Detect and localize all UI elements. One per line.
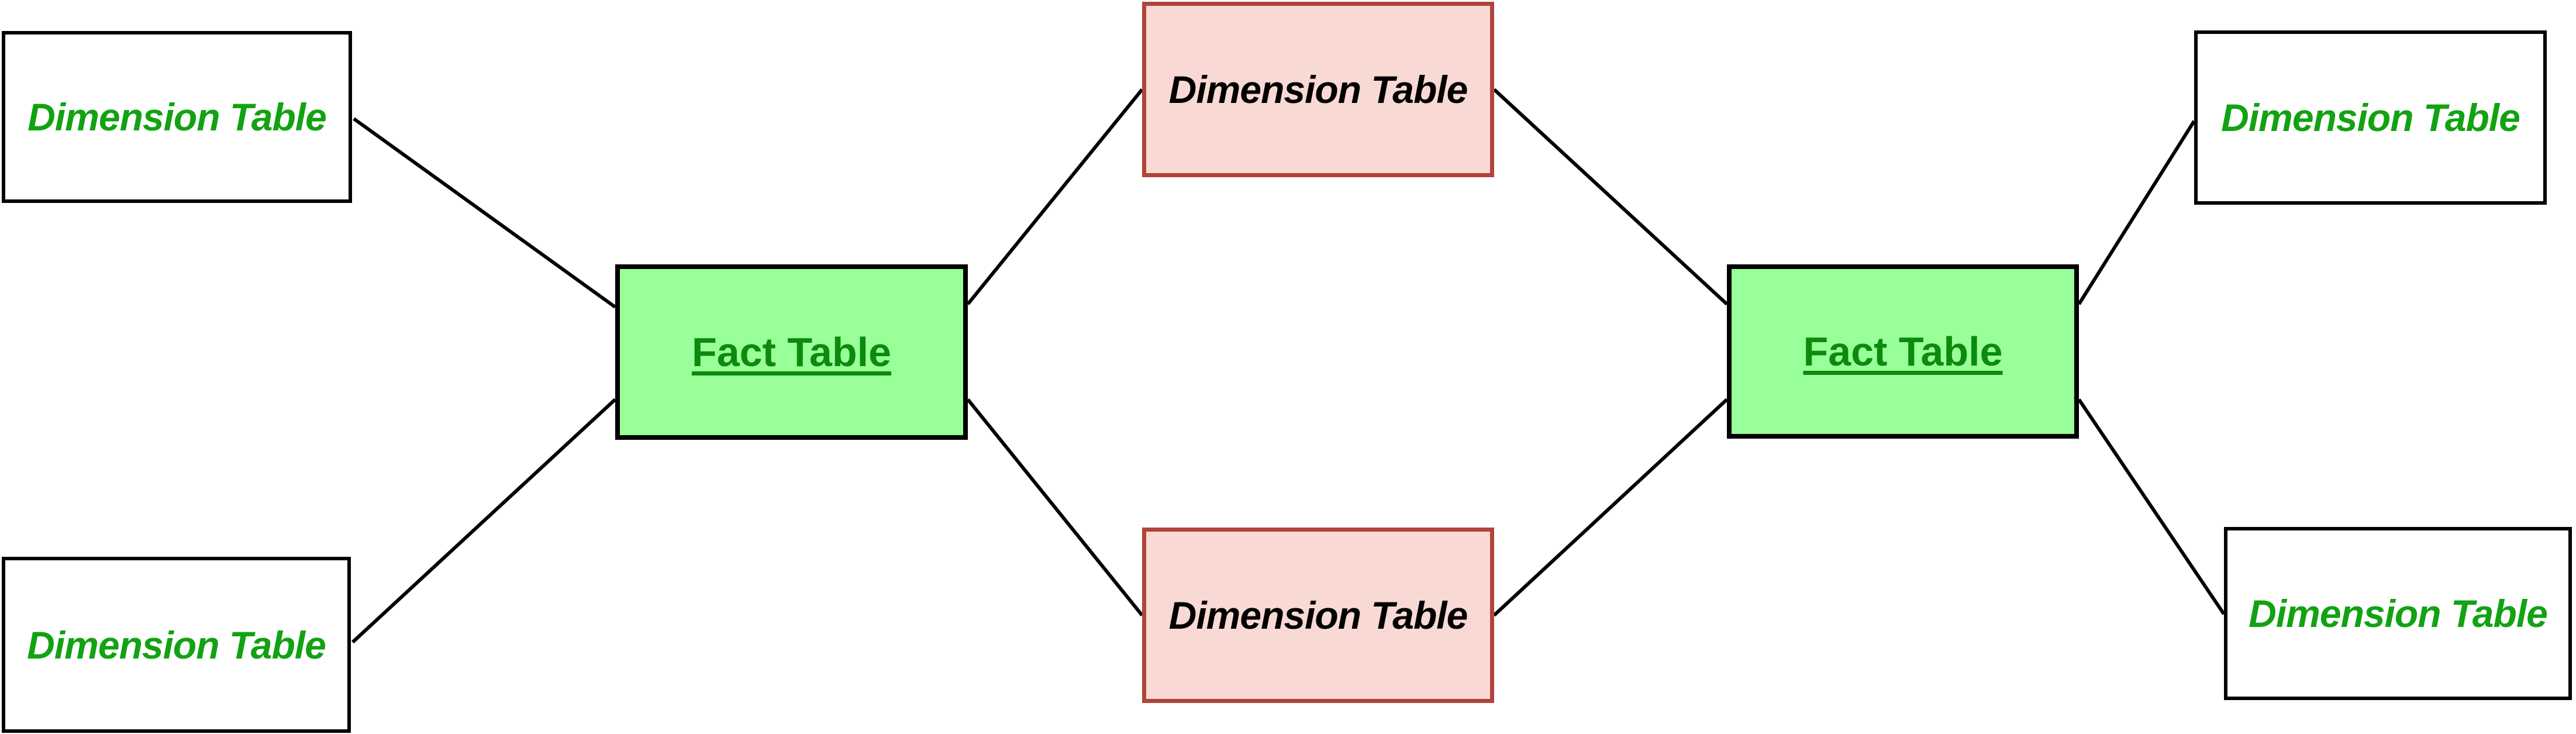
node-dimension-table-left-bottom: Dimension Table [2, 557, 351, 733]
node-fact-table-right: Fact Table [1727, 264, 2079, 439]
node-label: Fact Table [1803, 329, 2003, 374]
edge-dim-center-top-to-fact-right [1492, 88, 1729, 306]
node-dimension-table-right-top: Dimension Table [2194, 30, 2547, 205]
node-label: Dimension Table [1168, 68, 1468, 111]
edge-dim-left-top-to-fact-left [353, 117, 616, 309]
edge-dim-left-bottom-to-fact-left [351, 398, 617, 644]
edge-fact-right-to-dim-right-top [2077, 120, 2196, 305]
edge-dim-center-bottom-to-fact-right [1492, 398, 1729, 617]
node-label: Dimension Table [2249, 592, 2548, 635]
node-label: Dimension Table [27, 623, 326, 667]
node-dimension-table-center-top: Dimension Table [1142, 2, 1494, 177]
node-dimension-table-center-bottom: Dimension Table [1142, 528, 1494, 703]
node-dimension-table-left-top: Dimension Table [2, 31, 352, 203]
edge-fact-left-to-dim-center-top [966, 88, 1144, 305]
node-label: Dimension Table [1168, 594, 1468, 637]
edge-fact-left-to-dim-center-bottom [966, 398, 1144, 616]
node-fact-table-left: Fact Table [615, 264, 968, 440]
node-label: Dimension Table [27, 95, 327, 139]
edge-fact-right-to-dim-right-bottom [2077, 398, 2226, 615]
node-dimension-table-right-bottom: Dimension Table [2224, 527, 2572, 700]
node-label: Dimension Table [2221, 96, 2520, 139]
node-label: Fact Table [691, 329, 891, 375]
